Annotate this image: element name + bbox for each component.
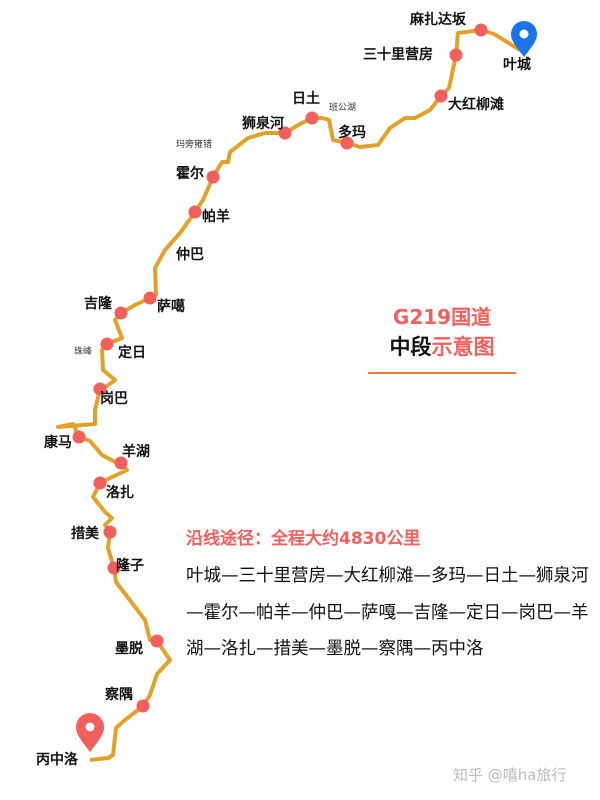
map-title: G219国道 xyxy=(392,305,492,329)
subtitle-black: 中段 xyxy=(389,335,432,359)
landmark-label: 班公湖 xyxy=(329,103,357,113)
stop-marker-麻扎达坂 xyxy=(474,23,488,37)
stop-marker-墨脱 xyxy=(150,634,164,648)
route-heading: 沿线途径：全程大约4830公里 xyxy=(186,529,421,549)
label-stop: 三十里营房 xyxy=(363,47,433,63)
watermark: 知乎 @嘻ha旅行 xyxy=(453,766,567,784)
stop-marker-洛扎 xyxy=(93,476,107,490)
label-stop: 墨脱 xyxy=(115,641,143,657)
label-stop: 羊湖 xyxy=(122,444,150,460)
label-stop: 岗巴 xyxy=(100,391,128,407)
label-stop: 狮泉河 xyxy=(242,116,284,132)
label-stop: 多玛 xyxy=(338,125,366,141)
stop-marker-三十里营房 xyxy=(449,48,463,62)
label-stop: 萨噶 xyxy=(157,299,185,315)
label-end: 丙中洛 xyxy=(36,752,78,768)
stop-marker-大红柳滩 xyxy=(434,89,448,103)
stop-marker-日土 xyxy=(305,111,319,125)
label-stop: 霍尔 xyxy=(176,166,204,182)
stop-marker-帕羊 xyxy=(188,205,202,219)
label-stop: 隆子 xyxy=(116,558,144,574)
route-path-text: 叶城—三十里营房—大红柳滩—多玛—日土—狮泉河—霍尔—帕羊—仲巴—萨嘎—吉隆—定… xyxy=(186,566,589,659)
stop-marker-察隅 xyxy=(136,699,150,713)
stop-marker-狮泉河 xyxy=(278,126,292,140)
label-stop: 措美 xyxy=(71,526,99,542)
landmark-label: 玛旁雍错 xyxy=(176,140,213,150)
stop-marker-康马 xyxy=(72,430,86,444)
start-pin-icon xyxy=(511,21,537,57)
map-subtitle: 中段示意图 xyxy=(368,335,516,360)
label-stop: 吉隆 xyxy=(84,296,112,312)
stop-marker-萨噶 xyxy=(143,291,157,305)
subtitle-red: 示意图 xyxy=(431,335,495,359)
label-stop: 麻扎达坂 xyxy=(410,12,466,28)
stop-marker-措美 xyxy=(103,525,117,539)
landmark-label: 珠峰 xyxy=(74,347,93,357)
label-stop: 日土 xyxy=(292,91,320,107)
stop-marker-霍尔 xyxy=(206,170,220,184)
stop-marker-羊湖 xyxy=(114,456,128,470)
title-divider xyxy=(368,372,516,374)
label-stop: 定日 xyxy=(118,345,146,361)
label-start: 叶城 xyxy=(503,57,531,73)
label-stop: 帕羊 xyxy=(202,209,230,225)
label-stop: 仲巴 xyxy=(176,247,204,263)
stop-marker-隆子 xyxy=(107,561,121,575)
stop-marker-定日 xyxy=(100,337,114,351)
stop-marker-多玛 xyxy=(340,136,354,150)
label-stop: 康马 xyxy=(44,435,72,451)
label-stop: 察隅 xyxy=(105,687,133,703)
label-stop: 洛扎 xyxy=(106,485,134,501)
label-stop: 大红柳滩 xyxy=(448,97,504,113)
stop-marker-岗巴 xyxy=(93,382,107,396)
end-pin-icon xyxy=(76,713,104,752)
stop-marker-吉隆 xyxy=(114,306,128,320)
